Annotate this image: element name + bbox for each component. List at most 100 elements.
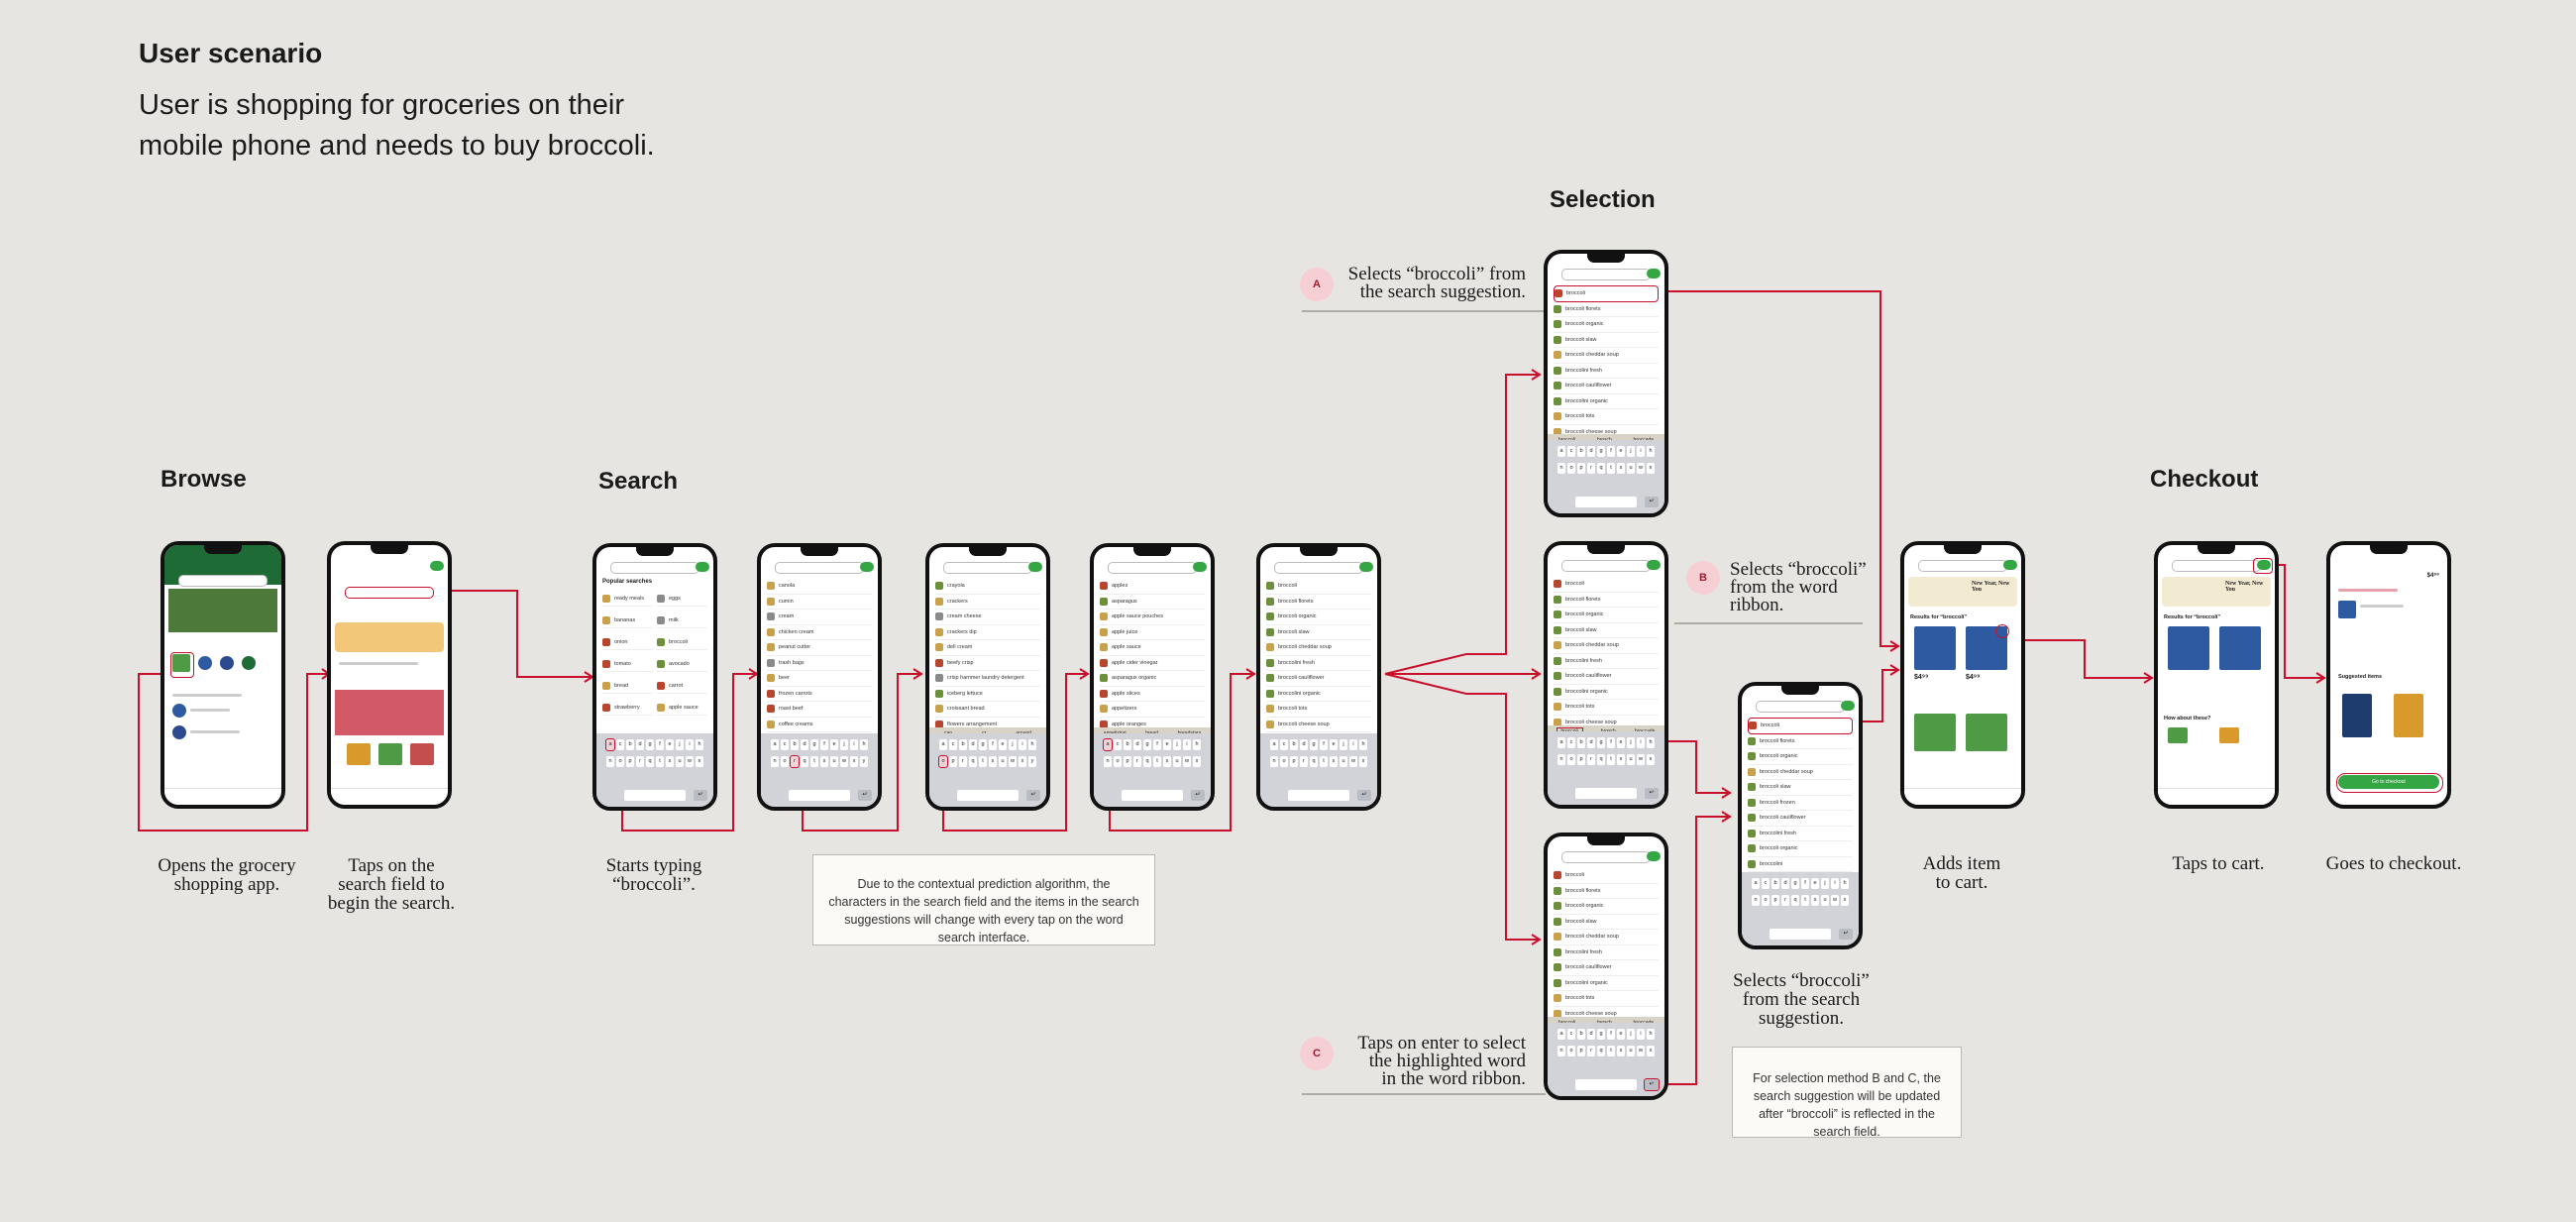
key[interactable]: d: [1133, 739, 1141, 750]
space-key[interactable]: [1122, 790, 1183, 801]
key[interactable]: g: [646, 739, 654, 750]
store-icon[interactable]: [242, 656, 256, 670]
key[interactable]: c: [1762, 878, 1770, 889]
key[interactable]: c: [1567, 737, 1575, 748]
search-input[interactable]: [178, 575, 268, 587]
cart-icon[interactable]: [430, 561, 444, 571]
suggestion-item[interactable]: crackers: [935, 595, 1040, 610]
product-broccoli-florets[interactable]: [1914, 626, 1956, 670]
key[interactable]: o: [938, 755, 948, 768]
space-key[interactable]: [789, 790, 850, 801]
suggestion-item[interactable]: crackers dip: [935, 625, 1040, 640]
suggestion-item-selected[interactable]: broccoli: [1554, 285, 1659, 302]
key[interactable]: w: [1637, 463, 1645, 474]
key[interactable]: t: [1607, 1046, 1615, 1056]
key[interactable]: e: [830, 739, 838, 750]
search-input[interactable]: [943, 562, 1032, 574]
key[interactable]: g: [1597, 737, 1605, 748]
cart-icon[interactable]: [1193, 562, 1207, 572]
key[interactable]: o: [1567, 754, 1575, 765]
key[interactable]: x: [1019, 756, 1026, 767]
suggestion-item[interactable]: apple sauce: [1100, 640, 1205, 656]
key[interactable]: r: [1781, 895, 1789, 906]
search-input[interactable]: [345, 587, 434, 599]
suggestion-item[interactable]: broccoli cauliflower: [1554, 960, 1659, 976]
key[interactable]: d: [1587, 737, 1595, 748]
key[interactable]: f: [1153, 739, 1161, 750]
key[interactable]: s: [1330, 756, 1338, 767]
product-tile[interactable]: [347, 743, 371, 765]
key[interactable]: e: [1330, 739, 1338, 750]
suggested-product[interactable]: [2168, 727, 2188, 743]
suggestion-item[interactable]: broccolini fresh: [1748, 827, 1853, 841]
key[interactable]: d: [1300, 739, 1308, 750]
search-input[interactable]: [1756, 701, 1845, 713]
key[interactable]: f: [1607, 1029, 1615, 1040]
key[interactable]: n: [1557, 754, 1565, 765]
key[interactable]: u: [999, 756, 1007, 767]
key[interactable]: p: [1577, 1046, 1585, 1056]
key[interactable]: h: [1647, 1029, 1655, 1040]
key[interactable]: s: [1163, 756, 1171, 767]
suggestion-item[interactable]: broccoli organic: [1748, 749, 1853, 765]
suggestion-item[interactable]: croissant bread: [935, 702, 1040, 718]
enter-key[interactable]: ↵: [858, 790, 872, 801]
suggestion-item[interactable]: broccoli florets: [1554, 302, 1659, 317]
suggestion-item[interactable]: apple juice: [1100, 625, 1205, 640]
suggestion-item[interactable]: broccolini organic: [1554, 685, 1659, 700]
key[interactable]: u: [1340, 756, 1347, 767]
suggestion-item[interactable]: broccolini organic: [1554, 394, 1659, 409]
key[interactable]: w: [1637, 754, 1645, 765]
key[interactable]: n: [1557, 1046, 1565, 1056]
suggestion-item[interactable]: apple slices: [1100, 687, 1205, 702]
popular-item[interactable]: strawberry: [602, 700, 653, 716]
suggestion-item[interactable]: broccoli: [1554, 577, 1659, 593]
key[interactable]: e: [1617, 446, 1625, 457]
key[interactable]: p: [1124, 756, 1131, 767]
key[interactable]: h: [1647, 446, 1655, 457]
search-input[interactable]: [1561, 269, 1651, 280]
cart-icon[interactable]: [1028, 562, 1042, 572]
key[interactable]: g: [1597, 446, 1605, 457]
key[interactable]: o: [1762, 895, 1770, 906]
key[interactable]: e: [1617, 737, 1625, 748]
popular-item[interactable]: broccoli: [657, 634, 707, 650]
key[interactable]: r: [636, 756, 644, 767]
suggestion-item-selected[interactable]: broccoli: [1748, 718, 1853, 734]
popular-item[interactable]: bananas: [602, 612, 653, 628]
enter-key[interactable]: ↵: [1645, 497, 1659, 507]
key[interactable]: a: [1557, 446, 1565, 457]
key[interactable]: c: [1567, 1029, 1575, 1040]
cart-icon[interactable]: [1841, 701, 1855, 711]
key[interactable]: i: [1637, 446, 1645, 457]
key[interactable]: a: [1270, 739, 1278, 750]
key[interactable]: u: [830, 756, 838, 767]
suggestion-item[interactable]: broccolini fresh: [1266, 656, 1371, 671]
key[interactable]: w: [1637, 1046, 1645, 1056]
suggestion-item[interactable]: broccoli cauliflower: [1554, 669, 1659, 685]
key[interactable]: r: [1587, 1046, 1595, 1056]
key[interactable]: e: [1811, 878, 1819, 889]
product-broccoli[interactable]: [1914, 714, 1956, 751]
suggestion-item[interactable]: asparagus organic: [1100, 671, 1205, 687]
suggestion-item[interactable]: broccoli tots: [1554, 700, 1659, 716]
space-key[interactable]: [1575, 497, 1637, 507]
key[interactable]: j: [1821, 878, 1829, 889]
key[interactable]: n: [606, 756, 614, 767]
key[interactable]: b: [1290, 739, 1298, 750]
enter-key[interactable]: ↵: [1645, 788, 1659, 799]
product-tile[interactable]: [378, 743, 402, 765]
key[interactable]: c: [616, 739, 624, 750]
suggestion-item[interactable]: broccoli cauliflower: [1554, 379, 1659, 394]
key[interactable]: w: [1183, 756, 1191, 767]
suggestion-item[interactable]: broccoli cauliflower: [1266, 671, 1371, 687]
key[interactable]: i: [1637, 737, 1645, 748]
key[interactable]: y: [860, 756, 868, 767]
cart-icon[interactable]: [1647, 269, 1661, 278]
key[interactable]: d: [969, 739, 977, 750]
key[interactable]: u: [1627, 754, 1635, 765]
search-input[interactable]: [1561, 560, 1651, 572]
key[interactable]: j: [1009, 739, 1017, 750]
key[interactable]: o: [1280, 756, 1288, 767]
suggestion-item[interactable]: broccoli organic: [1554, 608, 1659, 623]
